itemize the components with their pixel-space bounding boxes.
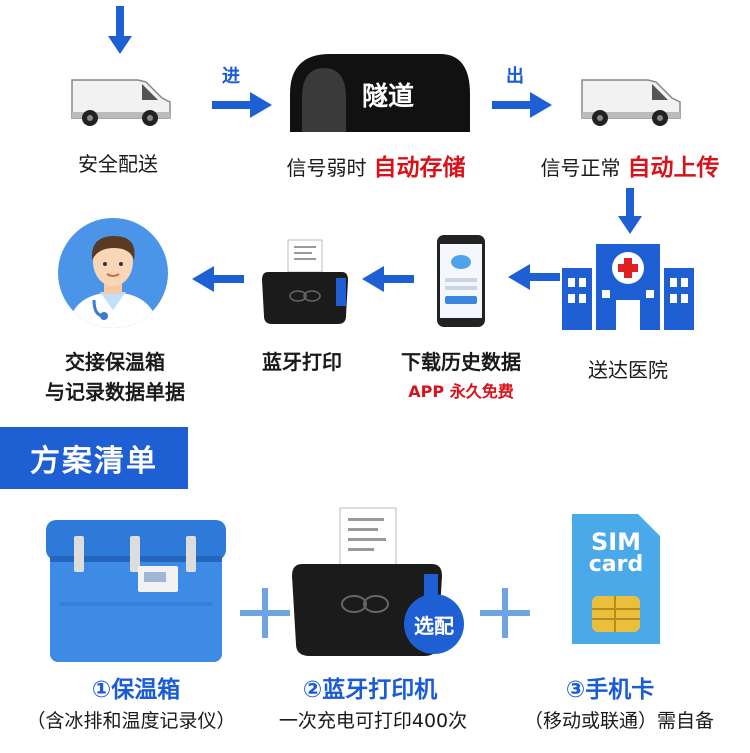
down-arrow-icon — [618, 188, 642, 234]
auto-upload-text: 自动上传 — [627, 155, 720, 181]
weak-signal-text: 信号弱时 — [286, 156, 367, 180]
left-arrow-icon — [508, 264, 560, 290]
cooler-box-icon — [46, 520, 226, 662]
van-icon — [581, 79, 681, 126]
right-arrow-icon — [492, 92, 552, 118]
exit-label: 出 — [506, 66, 524, 87]
download-history-label: 下载历史数据 — [401, 350, 521, 374]
product-subtitle-printer: 一次充电可打印400次 — [278, 710, 468, 732]
left-arrow-icon — [192, 266, 244, 292]
product-title-printer: ②蓝牙打印机 — [302, 677, 438, 703]
tunnel-icon — [290, 54, 470, 132]
optional-badge: 选配 — [404, 594, 464, 654]
step-normal-signal: 信号正常 自动上传 — [518, 148, 742, 182]
product-subtitle-sim: （移动或联通）需自备 — [523, 710, 714, 732]
section-title: 方案清单 — [0, 427, 188, 489]
product-title-cooler: ①保温箱 — [91, 677, 181, 703]
tunnel-label: 隧道 — [362, 82, 415, 112]
sim-card-icon — [572, 514, 660, 644]
hospital-icon — [562, 244, 694, 330]
bt-print-label: 蓝牙打印 — [262, 350, 342, 374]
sim-text-line2: card — [588, 552, 644, 577]
step-safe-delivery: 安全配送 — [78, 152, 158, 176]
enter-label: 进 — [222, 66, 240, 87]
sim-text-line1: SIM — [590, 528, 642, 556]
left-arrow-icon — [362, 266, 414, 292]
product-subtitle-cooler: （含冰排和温度记录仪） — [26, 710, 236, 732]
app-free-label: APP 永久免费 — [408, 382, 514, 401]
handover-line1: 交接保温箱 — [65, 350, 165, 374]
down-arrow-icon — [108, 6, 132, 54]
handover-line2: 与记录数据单据 — [45, 380, 185, 404]
right-arrow-icon — [212, 92, 272, 118]
normal-signal-text: 信号正常 — [540, 156, 621, 180]
bluetooth-printer-icon — [262, 239, 348, 324]
step-weak-signal: 信号弱时 自动存储 — [256, 148, 496, 182]
smartphone-icon — [437, 235, 485, 327]
doctor-avatar-icon — [58, 218, 168, 328]
product-title-sim: ③手机卡 — [565, 677, 655, 703]
plus-icon — [480, 588, 530, 638]
van-icon — [71, 79, 171, 126]
hospital-label: 送达医院 — [588, 358, 668, 382]
plus-icon — [240, 588, 290, 638]
auto-store-text: 自动存储 — [373, 155, 466, 181]
